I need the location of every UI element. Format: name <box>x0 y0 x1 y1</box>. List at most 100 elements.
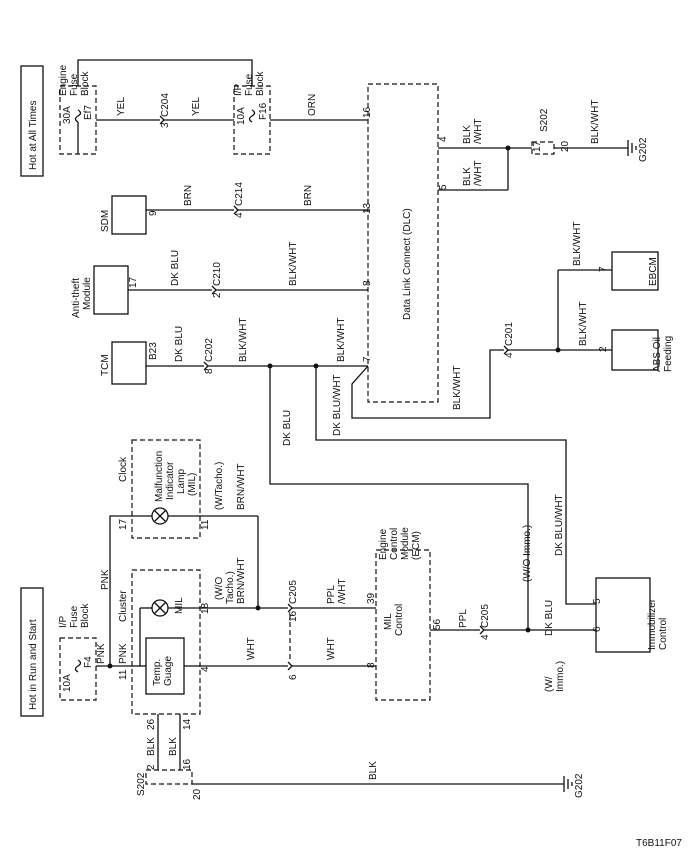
figure-id: T6B11F07 <box>636 838 682 849</box>
svg-text:4: 4 <box>234 212 245 218</box>
svg-text:PPL: PPL <box>458 609 469 628</box>
svg-text:7: 7 <box>598 266 609 272</box>
splice-s202-bottom <box>145 769 193 785</box>
svg-text:F4: F4 <box>83 656 94 668</box>
svg-text:BRN/WHT: BRN/WHT <box>236 463 247 510</box>
header-hot-at-all-times <box>20 65 44 177</box>
svg-text:Module: Module <box>82 277 93 310</box>
svg-text:Block: Block <box>255 71 266 96</box>
svg-text:BRN: BRN <box>183 185 194 206</box>
svg-text:10A: 10A <box>62 674 73 692</box>
svg-text:5: 5 <box>592 598 603 604</box>
svg-text:Indicator: Indicator <box>165 461 176 500</box>
svg-text:17: 17 <box>118 518 129 530</box>
svg-text:S202: S202 <box>539 108 550 132</box>
ecm-box <box>375 549 431 701</box>
svg-text:4: 4 <box>438 136 449 142</box>
svg-text:BLK: BLK <box>368 761 379 780</box>
wire-dk-blu-wht-to-immo <box>315 366 596 605</box>
svg-text:16: 16 <box>362 106 373 118</box>
svg-text:C205: C205 <box>480 604 491 628</box>
svg-text:BLK/WHT: BLK/WHT <box>578 302 589 346</box>
svg-text:(W/O: (W/O <box>214 576 225 600</box>
svg-text:ORN: ORN <box>307 94 318 116</box>
fuse-feed-wire <box>77 59 253 86</box>
svg-text:DK BLU/WHT: DK BLU/WHT <box>332 374 343 436</box>
fuse-symbol-icon <box>74 109 82 123</box>
svg-text:Engine: Engine <box>378 528 389 560</box>
svg-text:6: 6 <box>592 626 603 632</box>
svg-text:8: 8 <box>204 368 215 374</box>
svg-text:BLK/WHT: BLK/WHT <box>288 242 299 286</box>
svg-text:BLK/WHT: BLK/WHT <box>572 222 583 266</box>
dlc-label: Data Link Connect (DLC) <box>402 208 413 320</box>
cluster-box <box>131 569 201 715</box>
svg-text:I/P: I/P <box>233 83 244 96</box>
c204-label: C204 <box>160 93 171 117</box>
svg-text:Immobilizer: Immobilizer <box>647 598 658 650</box>
svg-text:G202: G202 <box>574 773 585 798</box>
svg-text:20: 20 <box>560 140 571 152</box>
svg-text:PNK: PNK <box>100 569 111 590</box>
svg-text:26: 26 <box>146 718 157 730</box>
svg-text:BRN/WHT: BRN/WHT <box>236 557 247 604</box>
svg-text:20: 20 <box>192 788 203 800</box>
svg-text:/WHT: /WHT <box>337 578 348 604</box>
svg-text:BLK/WHT: BLK/WHT <box>590 100 601 144</box>
svg-text:BRN: BRN <box>303 185 314 206</box>
svg-text:EBCM: EBCM <box>648 257 659 286</box>
svg-text:16: 16 <box>288 610 299 622</box>
svg-text:2: 2 <box>598 346 609 352</box>
svg-text:/WHT: /WHT <box>473 118 484 144</box>
svg-text:Control: Control <box>658 618 669 650</box>
svg-text:PNK: PNK <box>96 643 107 664</box>
svg-text:8: 8 <box>362 280 373 286</box>
svg-text:2: 2 <box>146 764 157 770</box>
svg-text:I/P: I/P <box>58 615 69 628</box>
c205-mid-connector-icon <box>287 661 293 671</box>
svg-text:SDM: SDM <box>100 210 111 232</box>
svg-text:DK BLU: DK BLU <box>170 250 181 286</box>
ground-g202-top-icon <box>627 140 637 156</box>
svg-text:YEL: YEL <box>191 97 202 116</box>
svg-text:Fuse: Fuse <box>69 73 80 96</box>
svg-text:8: 8 <box>366 662 377 668</box>
svg-text:C205: C205 <box>288 580 299 604</box>
svg-text:Clock: Clock <box>118 456 129 482</box>
svg-text:10A: 10A <box>236 107 247 125</box>
svg-text:MIL: MIL <box>383 613 394 630</box>
svg-text:S202: S202 <box>136 772 147 796</box>
svg-text:BLK: BLK <box>462 125 473 144</box>
svg-text:BLK: BLK <box>462 167 473 186</box>
svg-text:(W/O Immo.): (W/O Immo.) <box>522 525 533 582</box>
fuse-symbol-icon <box>74 659 82 673</box>
svg-text:YEL: YEL <box>116 97 127 116</box>
wire-pnk-to-clock <box>109 515 132 666</box>
svg-text:PNK: PNK <box>118 643 129 664</box>
svg-text:C201: C201 <box>504 322 515 346</box>
svg-text:BLK: BLK <box>168 737 179 756</box>
svg-text:56: 56 <box>432 618 443 630</box>
svg-text:/WHT: /WHT <box>473 160 484 186</box>
svg-text:11: 11 <box>118 669 129 680</box>
header-hot-in-run-and-start <box>20 587 44 717</box>
immobilizer-control <box>595 577 651 653</box>
svg-text:4: 4 <box>480 634 491 640</box>
engine-fuse-block: Engine Fuse Block 30A Ef7 <box>58 64 97 155</box>
svg-text:Lamp: Lamp <box>176 469 187 494</box>
svg-text:39: 39 <box>366 592 377 604</box>
svg-text:Immo.): Immo.) <box>555 661 566 692</box>
svg-text:BLK/WHT: BLK/WHT <box>336 318 347 362</box>
svg-text:4: 4 <box>504 352 515 358</box>
svg-text:G202: G202 <box>638 137 649 162</box>
fuse-symbol-icon <box>248 109 256 123</box>
svg-text:F16: F16 <box>258 102 269 120</box>
svg-text:5: 5 <box>438 184 449 190</box>
svg-text:B23: B23 <box>148 342 159 360</box>
c204-pin: 3 <box>160 122 171 128</box>
sdm-module <box>111 195 147 235</box>
tcm-module <box>111 341 147 385</box>
abs-oil-feeding <box>611 329 659 371</box>
svg-text:4: 4 <box>200 666 211 672</box>
svg-text:Control: Control <box>394 604 405 636</box>
